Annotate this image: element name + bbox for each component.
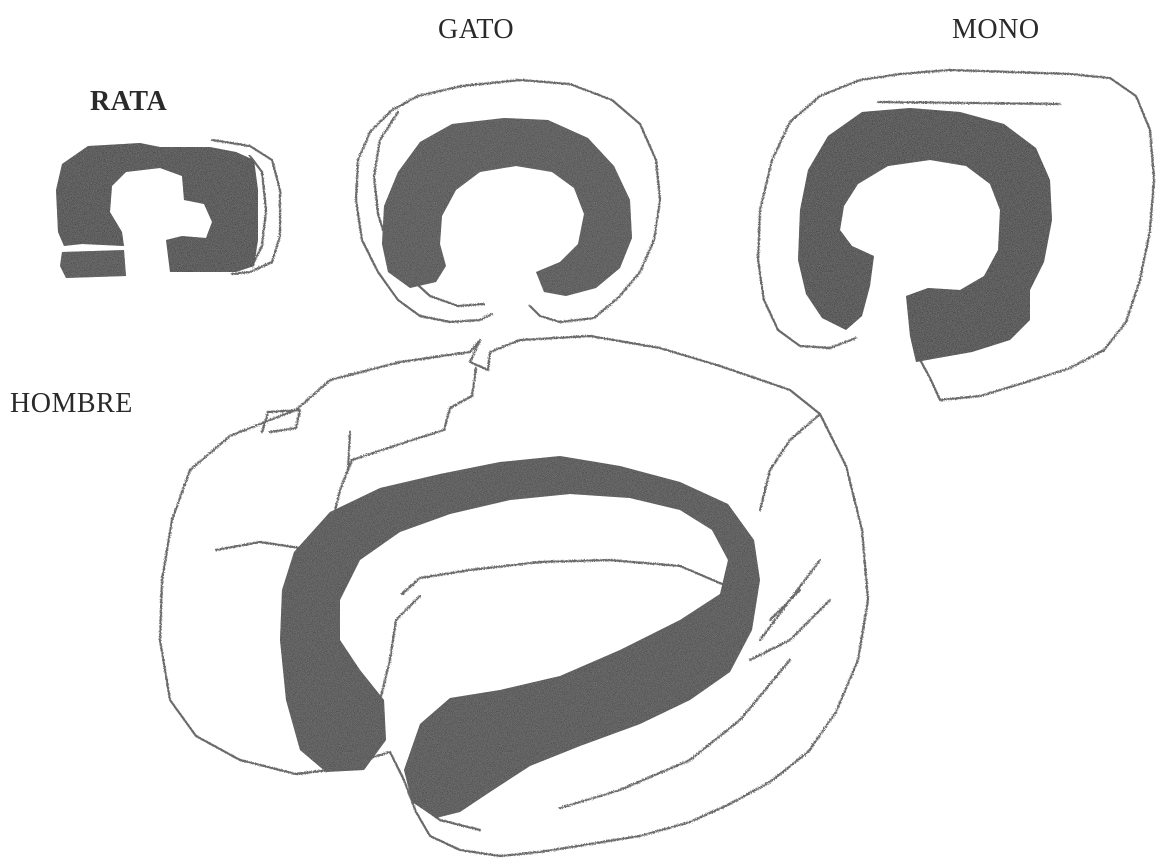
cat-hippocampus [382,118,632,296]
human-brain [160,336,868,856]
human-hippocampus [280,456,760,818]
monkey-hippocampus [798,108,1052,362]
cat-brain [356,80,660,322]
human-brain-outline [160,336,868,856]
monkey-brain [758,70,1154,400]
rat-brain [56,140,280,278]
rat-hippocampus-lower [60,250,126,278]
